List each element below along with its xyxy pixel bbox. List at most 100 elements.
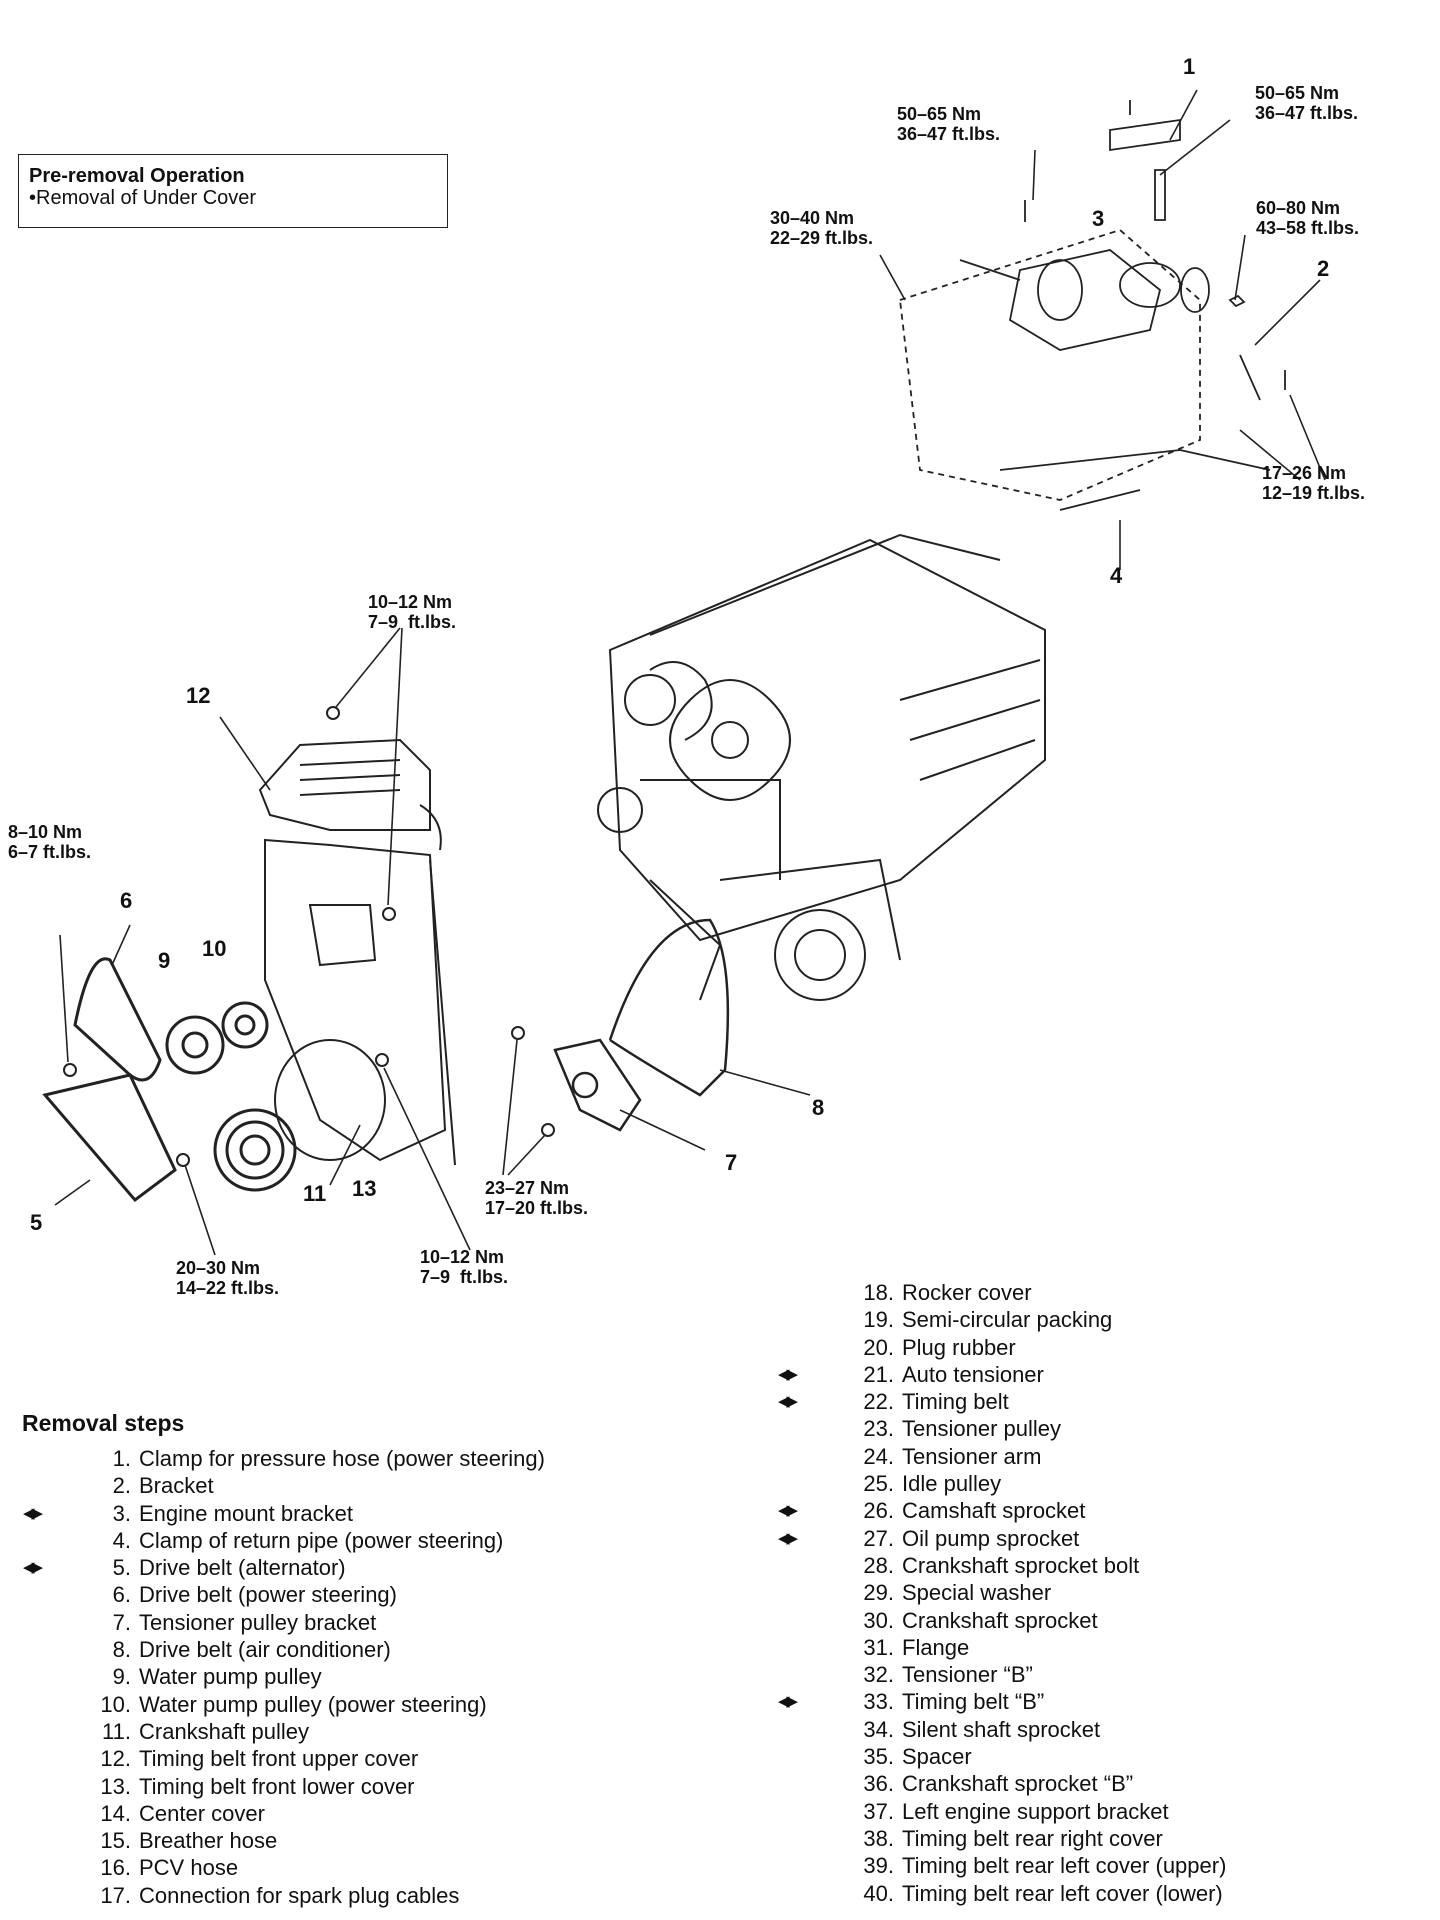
removal-step-item: ◀▶22.Timing belt [778,1388,1226,1415]
lower-cover [264,838,456,1166]
removal-step-item: ◀▶ 3. Engine mount bracket [23,1500,545,1527]
removal-step-item: ◀▶26.Camshaft sprocket [778,1497,1226,1524]
removal-step-item: 25. Idle pulley [858,1470,1226,1497]
step-text: Flange [902,1634,970,1660]
callout-11: 11 [303,1181,327,1206]
step-text: Tensioner arm [902,1443,1042,1469]
step-number: 15. [100,1828,131,1854]
step-number: 40. [863,1880,894,1906]
removal-step-item: 35. Spacer [858,1743,1226,1770]
torque-spec-upper-cover: 10–12 Nm 7–9 ft.lbs. [368,592,457,632]
step-text: Timing belt rear left cover (upper) [902,1853,1227,1879]
leader-lines [54,89,1326,1256]
step-number: 20. [863,1334,894,1360]
step-text: Timing belt front upper cover [139,1746,419,1772]
removal-step-item: 16.PCV hose [95,1854,545,1881]
step-text: Timing belt front lower cover [139,1773,415,1799]
callout-12: 12 [186,683,211,708]
step-number: 35. [863,1744,894,1770]
removal-step-item: ◀▶27.Oil pump sprocket [778,1525,1226,1552]
callout-9: 9 [158,948,171,973]
special-procedure-arrow-icon: ◀▶ [23,1559,43,1577]
step-text: Clamp of return pipe (power steering) [139,1527,504,1553]
removal-step-item: ◀▶33.Timing belt “B” [778,1688,1226,1715]
step-text: Connection for spark plug cables [139,1882,460,1908]
removal-step-item: ◀▶21.Auto tensioner [778,1361,1226,1388]
step-text: Drive belt (air conditioner) [139,1637,391,1663]
callout-7: 7 [725,1150,738,1175]
step-number: 17. [100,1882,131,1908]
step-number: 4. [112,1527,131,1553]
removal-step-item: 29.Special washer [858,1579,1226,1606]
step-number: 8. [112,1637,131,1663]
step-text: Spacer [902,1744,972,1770]
torque-spec-crankshaft-pulley: 20–30 Nm 14–22 ft.lbs. [176,1258,280,1298]
pre-removal-title: Pre-removal Operation [29,165,245,187]
step-text: Engine mount bracket [139,1500,354,1526]
step-text: Tensioner “B” [902,1662,1033,1688]
special-procedure-arrow-icon: ◀▶ [778,1693,798,1711]
removal-step-item: 8. Drive belt (air conditioner) [95,1636,545,1663]
step-number: 21. [863,1361,894,1387]
removal-step-item: ◀▶5.Drive belt (alternator) [23,1554,545,1581]
step-text: Water pump pulley [139,1664,322,1690]
step-text: Crankshaft pulley [139,1718,309,1744]
removal-step-item: 6. Drive belt (power steering) [95,1581,545,1608]
torque-spec-bracket-nut: 17–26 Nm 12–19 ft.lbs. [1262,463,1366,503]
step-text: Crankshaft sprocket bolt [902,1552,1140,1578]
step-number: 24. [863,1443,894,1469]
removal-step-item: 18.Rocker cover [858,1279,1226,1306]
upper-cover [258,738,442,851]
removal-step-item: 17. Connection for spark plug cables [95,1882,545,1909]
removal-step-item: 10.Water pump pulley (power steering) [95,1691,545,1718]
removal-step-item: 1.Clamp for pressure hose (power steerin… [95,1445,545,1472]
step-number: 7. [112,1609,131,1635]
step-text: Idle pulley [902,1471,1002,1497]
step-number: 36. [863,1771,894,1797]
removal-step-item: 23.Tensioner pulley [858,1415,1226,1442]
step-text: Plug rubber [902,1334,1016,1360]
step-text: Camshaft sprocket [902,1498,1086,1524]
step-number: 25. [863,1471,894,1497]
step-text: Bracket [139,1473,214,1499]
step-text: Breather hose [139,1828,278,1854]
removal-step-item: 4. Clamp of return pipe (power steering) [95,1527,545,1554]
step-number: 13. [100,1773,131,1799]
pre-removal-item: •Removal of Under Cover [29,187,257,209]
removal-step-item: 12.Timing belt front upper cover [95,1745,545,1772]
step-number: 3. [112,1500,131,1526]
callout-5: 5 [30,1210,43,1235]
engine-mount-assembly [899,100,1286,511]
removal-step-item: 39. Timing belt rear left cover (upper) [858,1852,1226,1879]
tensioner-bracket [553,918,730,1132]
callout-2: 2 [1317,256,1330,281]
removal-step-item: 13. Timing belt front lower cover [95,1773,545,1800]
special-procedure-arrow-icon: ◀▶ [23,1504,43,1522]
step-number: 2. [112,1473,131,1499]
removal-step-item: 14. Center cover [95,1800,545,1827]
removal-step-item: 19.Semi-circular packing [858,1306,1226,1333]
step-number: 27. [863,1525,894,1551]
step-number: 28. [863,1552,894,1578]
step-number: 39. [863,1853,894,1879]
step-text: Drive belt (power steering) [139,1582,397,1608]
bolts [63,706,555,1167]
removal-steps-title: Removal steps [22,1410,185,1436]
step-number: 33. [863,1689,894,1715]
step-text: Oil pump sprocket [902,1525,1080,1551]
step-text: Tensioner pulley bracket [139,1609,377,1635]
special-procedure-arrow-icon: ◀▶ [778,1365,798,1383]
torque-spec-mount-insulator: 60–80 Nm 43–58 ft.lbs. [1256,198,1360,238]
step-number: 22. [863,1389,894,1415]
removal-step-item: 9.Water pump pulley [95,1663,545,1690]
step-text: Timing belt rear left cover (lower) [902,1880,1223,1906]
step-number: 10. [100,1691,131,1717]
step-number: 6. [112,1582,131,1608]
step-number: 23. [863,1416,894,1442]
step-text: Left engine support bracket [902,1798,1169,1824]
torque-spec-pulley-bolt: 8–10 Nm 6–7 ft.lbs. [8,822,92,862]
step-number: 14. [100,1800,131,1826]
step-text: Center cover [139,1800,265,1826]
step-number: 37. [863,1798,894,1824]
